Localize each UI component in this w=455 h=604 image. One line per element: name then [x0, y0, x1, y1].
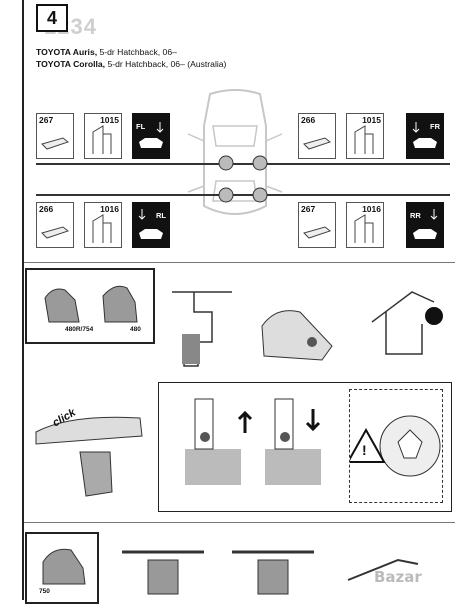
section-divider-1	[24, 262, 455, 263]
position-icon-fl: FL	[132, 113, 170, 159]
corner-logo: Bazar	[374, 568, 422, 586]
pad-card-rr: 267	[298, 202, 336, 248]
fitment-line-2: TOYOTA Corolla, 5-dr Hatchback, 06– (Aus…	[36, 59, 227, 69]
detail-frame: !	[158, 382, 452, 512]
kit-card-fr: 1015	[346, 113, 384, 159]
foot-panel-750: 750	[25, 532, 99, 604]
position-icon-rr: RR	[406, 202, 444, 248]
warning-detail-box: !	[346, 389, 443, 503]
step-number: 4	[36, 4, 68, 32]
front-rail-line	[36, 163, 450, 165]
page-margin-line	[22, 0, 24, 600]
foot-label-right: 480	[130, 326, 141, 333]
pad-card-rl: 266	[36, 202, 74, 248]
mounting-steps-row2	[122, 550, 419, 595]
fitment-list: TOYOTA Auris, 5-dr Hatchback, 06– TOYOTA…	[36, 46, 226, 70]
pad-card-fl: 267	[36, 113, 74, 159]
foot-label-left: 480R/754	[65, 326, 94, 333]
kit-card-rr: 1016	[346, 202, 384, 248]
detail-steps	[185, 398, 321, 485]
click-step-illustration	[35, 416, 143, 497]
position-icon-rl: RL	[132, 202, 170, 248]
foot-label-750: 750	[39, 588, 50, 595]
foot-illustrations	[44, 285, 138, 323]
kit-card-rl: 1016	[84, 202, 122, 248]
kit-card-fl: 1015	[84, 113, 122, 159]
position-icon-fr: FR	[406, 113, 444, 159]
section-divider-2	[24, 522, 455, 523]
warning-icon: !	[362, 442, 367, 458]
foot-position-markers	[218, 155, 268, 203]
pad-card-fr: 266	[298, 113, 336, 159]
mounting-steps-row1	[172, 291, 443, 367]
rear-rail-line	[36, 194, 450, 196]
fitment-line-1: TOYOTA Auris, 5-dr Hatchback, 06–	[36, 47, 177, 57]
feet-panel: 480R/754 480	[25, 268, 155, 344]
